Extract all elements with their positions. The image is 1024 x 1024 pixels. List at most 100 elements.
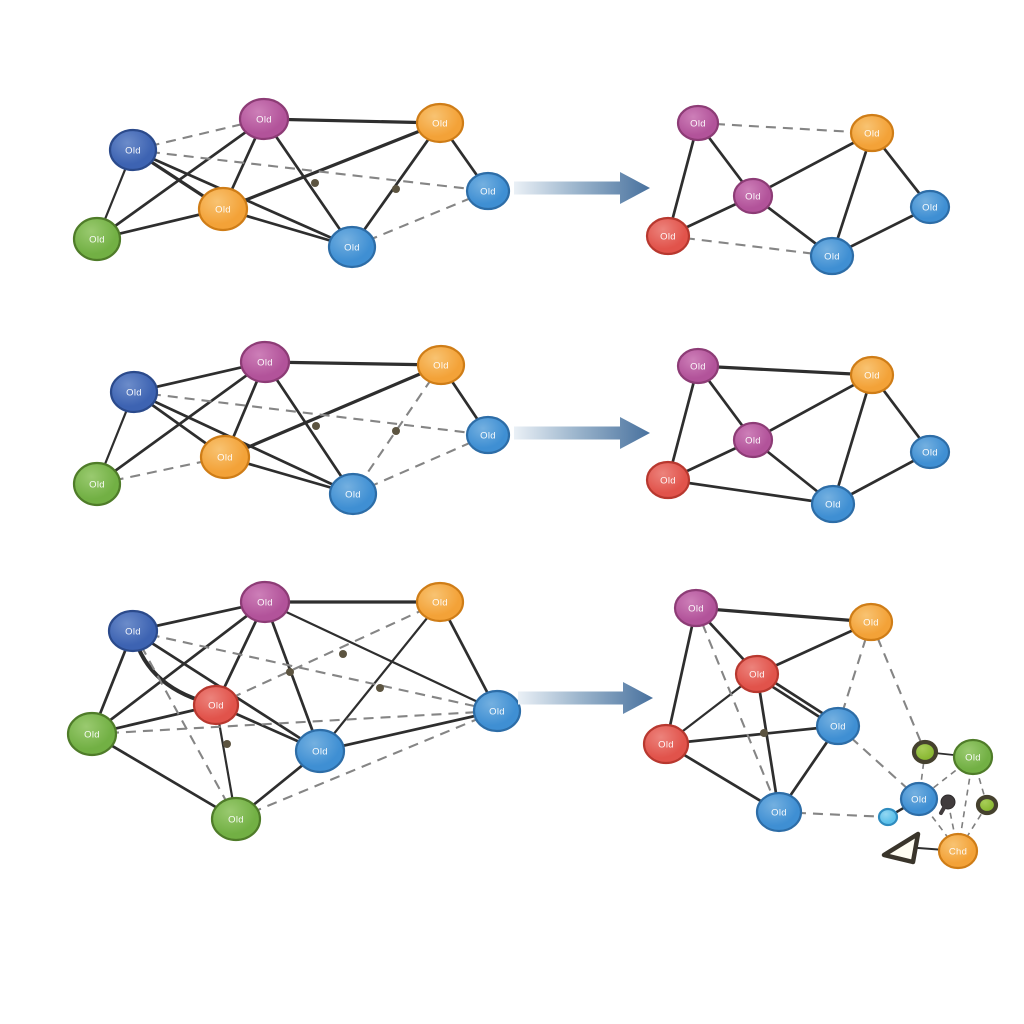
node-label: Old — [215, 205, 231, 216]
node-label: Old — [257, 358, 273, 369]
node-label: Old — [89, 480, 105, 491]
graph-edge-solid — [755, 673, 781, 813]
graph-edge-dashed — [133, 390, 489, 437]
node-label: Old — [256, 115, 272, 126]
node-label: Old — [830, 722, 846, 733]
graph-edge-dashedThin — [972, 756, 988, 806]
node-label: Old — [489, 707, 505, 718]
junction-dot — [339, 650, 347, 658]
node-label: Old — [208, 701, 224, 712]
graph-edge-solid — [664, 607, 698, 745]
graph-edge-dashed — [91, 709, 498, 736]
graph-node-darkblue — [108, 128, 158, 172]
graph-node-lightblue — [877, 807, 899, 827]
graph-node-darkblue — [109, 370, 159, 414]
graph-node-orange — [197, 186, 249, 232]
graph-node-purple — [676, 104, 720, 142]
graph-node-blue — [755, 791, 803, 833]
graph-node-blue — [465, 171, 511, 211]
graph-node-purple — [673, 588, 719, 628]
node-label: Old — [312, 747, 328, 758]
graph-edge-dashed — [695, 607, 780, 813]
graph-node-blue — [328, 472, 378, 516]
graph-edge-solid — [752, 131, 873, 198]
graph-node-orange — [199, 434, 251, 480]
graph-edge-dashed — [132, 629, 498, 713]
node-label: Old — [922, 203, 938, 214]
transition-arrow-row2 — [514, 417, 650, 449]
graph-node-orange — [849, 355, 895, 395]
graph-node-green — [72, 216, 122, 262]
graph-edge-dashed — [235, 710, 498, 820]
transition-arrow-row3 — [518, 682, 653, 714]
graph-edge-solid — [262, 118, 354, 248]
graph-edge-solid — [752, 373, 873, 442]
node-label: Old — [480, 431, 496, 442]
node-label: Old — [825, 500, 841, 511]
transition-arrow-row1 — [514, 172, 650, 204]
node-label: Old — [432, 119, 448, 130]
graph-node-purple — [239, 580, 291, 624]
pin-marker-tail — [939, 804, 947, 815]
junction-dot — [760, 729, 768, 737]
graph-node-blue — [327, 225, 377, 269]
junction-dot — [312, 422, 320, 430]
graph-node-blue — [909, 189, 951, 225]
node-label: Old — [480, 187, 496, 198]
graph-edge-dashed — [352, 364, 442, 495]
graph-edge-solid — [697, 364, 873, 377]
node-label: Old — [345, 490, 361, 501]
junction-dot — [392, 427, 400, 435]
graph-edge-solid — [263, 117, 441, 125]
graph-node-orange — [848, 602, 894, 642]
graph-node-blue — [809, 236, 855, 276]
graph-node-orange — [416, 344, 466, 386]
node-label: Old — [125, 146, 141, 157]
node-label: Old — [344, 243, 360, 254]
node-label: Old — [864, 371, 880, 382]
graph-node-purple — [239, 340, 291, 384]
graph-edge-solid — [667, 478, 834, 506]
graph-node-red — [645, 216, 691, 256]
junction-dot — [392, 185, 400, 193]
node-label: Old — [228, 815, 244, 826]
triangle-marker — [881, 831, 921, 865]
graph-node-blue — [294, 728, 346, 774]
graph-node-orange — [849, 113, 895, 153]
ring-marker-ringGreen — [911, 739, 939, 765]
graph-edge-solid — [91, 600, 266, 736]
graph-edge-solid — [96, 360, 266, 486]
graph-node-purple — [732, 421, 774, 459]
graph-node-red — [192, 684, 240, 726]
node-label: Chd — [949, 847, 967, 858]
node-label: Old — [660, 232, 676, 243]
graph-edge-solid — [91, 732, 237, 821]
graph-edge-solid — [264, 360, 442, 367]
node-label: Old — [745, 436, 761, 447]
graph-node-blue — [472, 689, 522, 733]
junction-dot — [311, 179, 319, 187]
junction-dot — [286, 668, 294, 676]
node-label: Old — [690, 362, 706, 373]
graph-edge-solid — [695, 606, 872, 624]
node-label: Old — [660, 476, 676, 487]
graph-edge-solid — [666, 122, 700, 237]
graph-edge-dashed — [870, 621, 926, 753]
node-label: Old — [922, 448, 938, 459]
graph-edge-dashed — [697, 121, 873, 135]
junction-dot — [223, 740, 231, 748]
graph-edge-solid — [264, 601, 498, 712]
graph-node-blue — [815, 706, 861, 746]
graph-edge-solid — [319, 709, 498, 753]
node-label: Old — [824, 252, 840, 263]
graph-node-orange — [937, 832, 979, 870]
node-label: Old — [257, 598, 273, 609]
node-label: Old — [89, 235, 105, 246]
node-label: Old — [864, 129, 880, 140]
